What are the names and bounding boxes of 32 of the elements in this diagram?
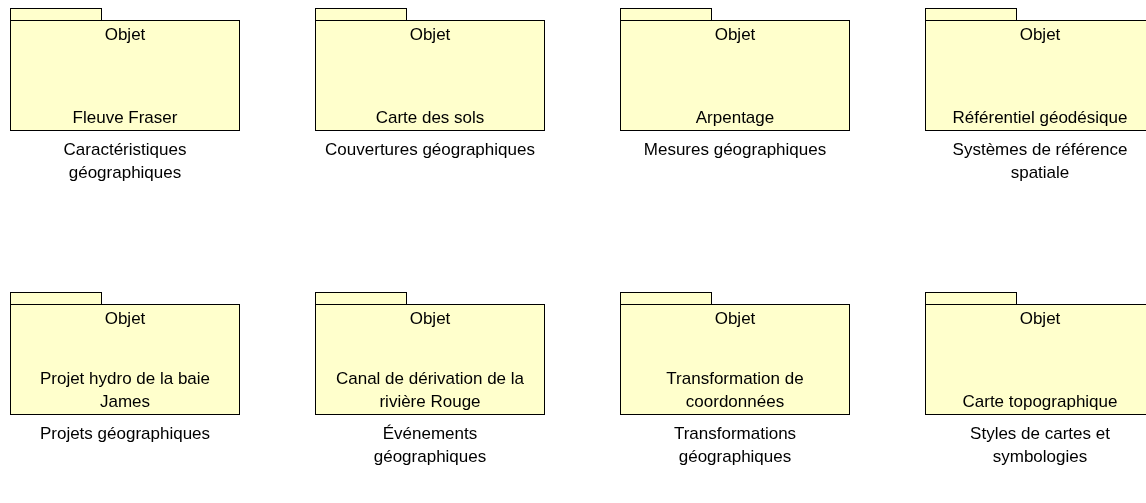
package-name: Canal de dérivation de la rivière Rouge	[334, 368, 526, 413]
package-caption: Couvertures géographiques	[325, 139, 535, 161]
package-caption: Projets géographiques	[38, 423, 212, 445]
package-caption: Systèmes de référence spatiale	[951, 139, 1129, 184]
package-box	[315, 304, 545, 415]
package-name: Carte topographique	[961, 391, 1119, 413]
stereotype-label: Objet	[104, 24, 146, 46]
stereotype-label: Objet	[714, 308, 756, 330]
package-caption: Mesures géographiques	[642, 139, 828, 161]
package-caption: Événements géographiques	[372, 423, 488, 468]
package-box	[620, 20, 850, 131]
package-name: Référentiel géodésique	[951, 107, 1129, 129]
package-name: Carte des sols	[374, 107, 486, 129]
package-box	[315, 20, 545, 131]
package-name: Transformation de coordonnées	[665, 368, 805, 413]
stereotype-label: Objet	[409, 308, 451, 330]
package-name: Arpentage	[694, 107, 776, 129]
package-box	[925, 20, 1146, 131]
package-box	[620, 304, 850, 415]
package-name: Projet hydro de la baie James	[38, 368, 212, 413]
package-caption: Styles de cartes et symbologies	[969, 423, 1111, 468]
stereotype-label: Objet	[104, 308, 146, 330]
package-caption: Caractéristiques géographiques	[62, 139, 188, 184]
package-box	[925, 304, 1146, 415]
package-caption: Transformations géographiques	[672, 423, 798, 468]
stereotype-label: Objet	[409, 24, 451, 46]
stereotype-label: Objet	[1019, 308, 1061, 330]
package-name: Fleuve Fraser	[71, 107, 179, 129]
stereotype-label: Objet	[1019, 24, 1061, 46]
stereotype-label: Objet	[714, 24, 756, 46]
package-box	[10, 304, 240, 415]
package-box	[10, 20, 240, 131]
